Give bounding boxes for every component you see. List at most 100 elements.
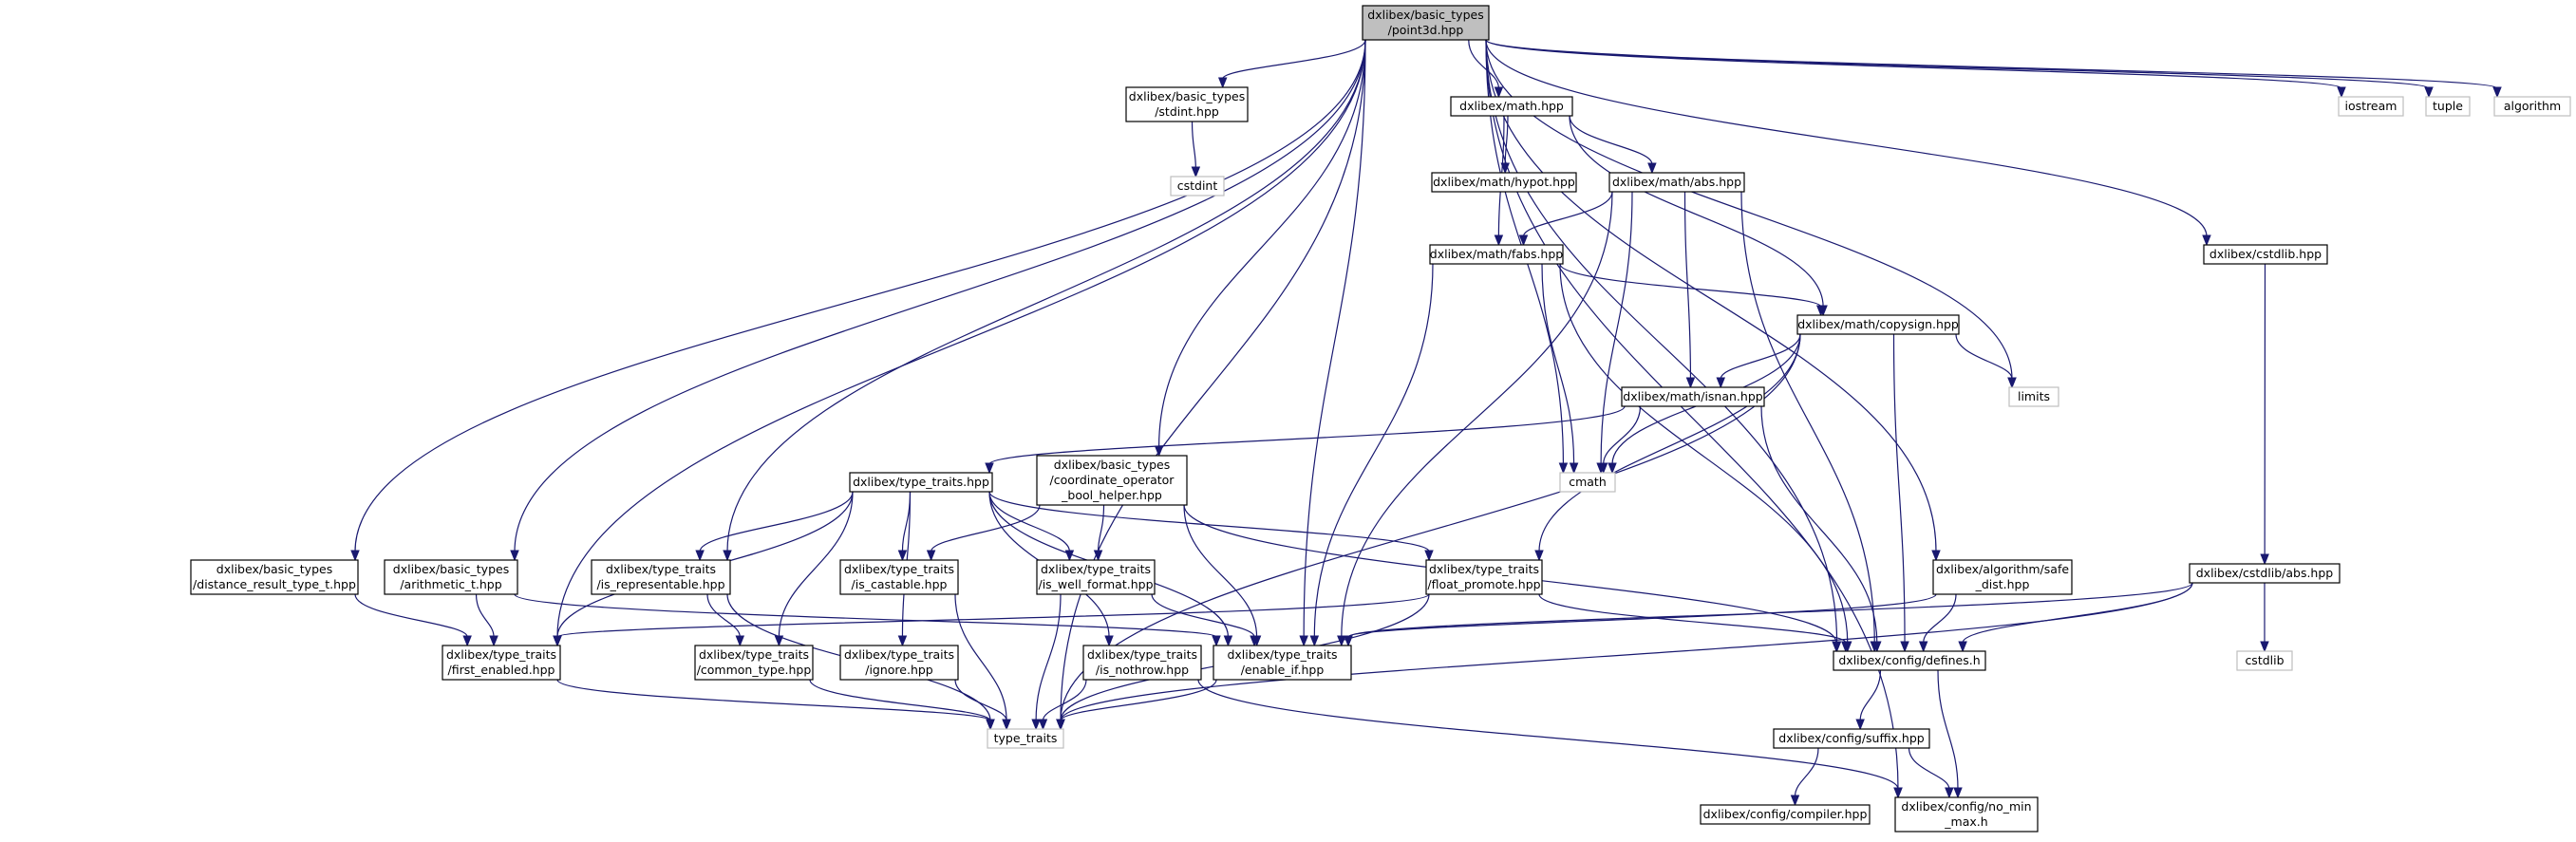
node-is-repr[interactable]: dxlibex/type_traits/is_representable.hpp (591, 559, 731, 595)
node-abs-hpp[interactable]: dxlibex/math/abs.hpp (1608, 172, 1745, 193)
node-compiler[interactable]: dxlibex/config/compiler.hpp (1700, 804, 1871, 825)
edge-point3d-to-iostream (1485, 39, 2346, 99)
node-math-hpp[interactable]: dxlibex/math.hpp (1450, 96, 1573, 117)
node-label-line: dxlibex/type_traits (446, 647, 556, 662)
node-safe-dist[interactable]: dxlibex/algorithm/safe_dist.hpp (1932, 559, 2073, 595)
node-fabs[interactable]: dxlibex/math/fabs.hpp (1429, 244, 1564, 265)
node-label-line: dxlibex/config/defines.h (1838, 653, 1980, 667)
node-tuple: tuple (2425, 96, 2471, 117)
node-copysign[interactable]: dxlibex/math/copysign.hpp (1796, 314, 1960, 335)
edge-float_promote-to-defines (1538, 593, 1851, 653)
node-label-line: algorithm (2504, 99, 2561, 113)
node-dist-result[interactable]: dxlibex/basic_types/distance_result_type… (190, 559, 359, 595)
node-no-min-max[interactable]: dxlibex/config/no_min_max.h (1894, 796, 2039, 833)
node-defines[interactable]: dxlibex/config/defines.h (1833, 650, 1986, 671)
node-is-well-format[interactable]: dxlibex/type_traits/is_well_format.hpp (1036, 559, 1156, 595)
node-cstdlib: cstdlib (2236, 650, 2293, 671)
node-label-line: /is_castable.hpp (852, 577, 948, 591)
edge-abs_hpp-to-isnan (1683, 191, 1696, 389)
node-algorithm: algorithm (2493, 96, 2571, 117)
node-label-line: _bool_helper.hpp (1061, 488, 1162, 502)
edge-point3d-to-first_enabled (553, 39, 1366, 647)
node-label-line: cmath (1569, 475, 1607, 489)
node-stdint-hpp[interactable]: dxlibex/basic_types/stdint.hpp (1125, 86, 1249, 122)
node-box (1621, 386, 1765, 407)
edge-first_enabled-to-type_traits (556, 679, 995, 731)
edge-cstdlib_abs-to-cstdlib (2260, 582, 2269, 653)
edge-safe_dist-to-enable_if (1344, 593, 1937, 647)
edge-isnan-to-defines (1760, 405, 1882, 653)
node-label-line: dxlibex/type_traits (606, 562, 716, 576)
edge-type_traits_hpp-to-is_castable (897, 491, 912, 562)
node-type-traits: type_traits (987, 728, 1064, 749)
node-label-line: dxlibex/type_traits (699, 647, 809, 662)
edge-copysign-to-float_promote (1534, 333, 1801, 562)
node-is-nothrow[interactable]: dxlibex/type_traits/is_nothrow.hpp (1082, 645, 1202, 681)
edge-ignore-to-type_traits (954, 679, 1011, 731)
edge-point3d-to-no_min_max (1485, 39, 1903, 799)
node-label-line: dxlibex/type_traits.hpp (853, 475, 989, 489)
edge-point3d-to-type_traits (1056, 39, 1366, 731)
node-label-line: /coordinate_operator (1050, 473, 1175, 487)
edge-isnan-to-cmath (1598, 405, 1642, 475)
node-label-line: dxlibex/type_traits (844, 562, 954, 576)
node-hypot[interactable]: dxlibex/math/hypot.hpp (1431, 172, 1577, 193)
node-label-line: /distance_result_type_t.hpp (193, 577, 356, 591)
edge-suffix-to-no_min_max (1908, 747, 1954, 799)
node-box (1362, 5, 1490, 41)
node-box (1036, 455, 1188, 506)
edge-is_nothrow-to-no_min_max (1197, 679, 1903, 799)
edge-float_promote-to-first_enabled (553, 593, 1430, 647)
edge-fabs-to-cmath (1541, 263, 1579, 475)
node-label-line: _max.h (1944, 814, 1987, 829)
edge-common_type-to-type_traits (809, 679, 995, 731)
node-box (190, 559, 359, 595)
node-label-line: /is_nothrow.hpp (1096, 663, 1189, 677)
node-box (1082, 645, 1202, 681)
node-box (1429, 244, 1564, 265)
node-cstdlib-hpp[interactable]: dxlibex/cstdlib.hpp (2203, 244, 2328, 265)
node-limits: limits (2008, 386, 2059, 407)
node-box (442, 645, 561, 681)
node-ignore[interactable]: dxlibex/type_traits/ignore.hpp (839, 645, 959, 681)
node-label-line: dxlibex/algorithm/safe (1936, 562, 2069, 576)
node-label-line: dxlibex/math/abs.hpp (1612, 175, 1741, 189)
node-box (591, 559, 731, 595)
node-isnan[interactable]: dxlibex/math/isnan.hpp (1621, 386, 1765, 407)
node-enable-if[interactable]: dxlibex/type_traits/enable_if.hpp (1213, 645, 1352, 681)
edge-is_repr-to-common_type (706, 593, 745, 647)
edge-fabs-to-copysign (1559, 263, 1826, 317)
node-box (987, 728, 1064, 749)
node-label-line: /enable_if.hpp (1241, 663, 1325, 677)
node-is-castable[interactable]: dxlibex/type_traits/is_castable.hpp (839, 559, 959, 595)
edge-is_well_format-to-type_traits (1031, 593, 1062, 731)
edge-point3d-to-safe_dist (1485, 39, 1941, 562)
node-common-type[interactable]: dxlibex/type_traits/common_type.hpp (694, 645, 814, 681)
edge-arith-to-enable_if (514, 593, 1221, 647)
node-label-line: dxlibex/config/compiler.hpp (1703, 807, 1868, 821)
edge-point3d-to-stdint_hpp (1217, 39, 1366, 89)
node-float-promote[interactable]: dxlibex/type_traits/float_promote.hpp (1425, 559, 1543, 595)
edge-is_castable-to-type_traits (954, 593, 1011, 731)
node-box (2203, 244, 2328, 265)
node-coord-op[interactable]: dxlibex/basic_types/coordinate_operator_… (1036, 455, 1188, 506)
node-type-traits-hpp[interactable]: dxlibex/type_traits.hpp (849, 472, 993, 493)
node-label-line: dxlibex/basic_types (1367, 8, 1483, 22)
node-first-enabled[interactable]: dxlibex/type_traits/first_enabled.hpp (442, 645, 561, 681)
node-label-line: dxlibex/config/suffix.hpp (1778, 731, 1925, 745)
node-label-line: dxlibex/cstdlib.hpp (2209, 247, 2322, 261)
edge-suffix-to-compiler (1790, 747, 1819, 807)
edge-math_hpp-to-abs_hpp (1569, 115, 1657, 175)
edge-point3d-to-math_hpp (1468, 39, 1504, 99)
node-box (2425, 96, 2471, 117)
node-label-line: dxlibex/basic_types (1129, 89, 1245, 103)
node-cstdlib-abs[interactable]: dxlibex/cstdlib/abs.hpp (2189, 563, 2341, 584)
node-suffix[interactable]: dxlibex/config/suffix.hpp (1773, 728, 1930, 749)
node-box (1213, 645, 1352, 681)
node-arith[interactable]: dxlibex/basic_types/arithmetic_t.hpp (384, 559, 518, 595)
node-box (2338, 96, 2404, 117)
node-label-line: /float_promote.hpp (1427, 577, 1540, 591)
node-box (2008, 386, 2059, 407)
node-box (384, 559, 518, 595)
